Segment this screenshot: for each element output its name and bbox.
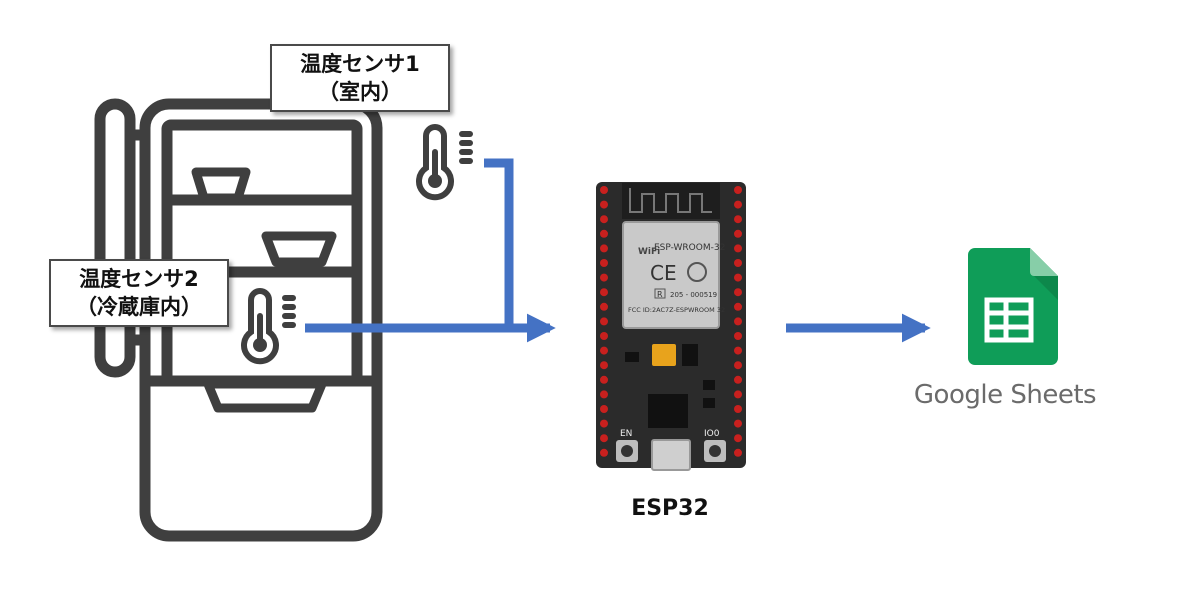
esp32-pin <box>734 200 742 209</box>
thermometer-bulb <box>253 338 267 352</box>
cert-r-box <box>654 288 666 299</box>
esp32-pin <box>600 273 608 282</box>
espressif-logo <box>687 262 707 282</box>
esp32-pin <box>600 361 608 370</box>
esp32-pin <box>600 434 608 443</box>
esp32-pin <box>600 244 608 253</box>
esp32-pin <box>734 361 742 370</box>
sensor1-wire <box>484 158 514 328</box>
ce-mark: CE <box>650 261 677 285</box>
esp32-pin <box>734 302 742 311</box>
esp32-pin <box>734 405 742 413</box>
esp32-pin <box>600 317 608 326</box>
esp32-pin <box>600 200 608 209</box>
cert-number: 205 - 000519 <box>670 291 717 299</box>
sensor1-location: （室内） <box>318 80 402 104</box>
sensor2-name: 温度センサ2 <box>79 267 199 291</box>
esp32-pins-right <box>734 186 742 457</box>
module-name: ESP-WROOM-32 <box>654 243 725 253</box>
esp32-pin <box>734 288 742 297</box>
esp32-pin <box>600 186 608 194</box>
esp32-pins-left <box>600 186 608 457</box>
esp32-pin <box>600 288 608 297</box>
thermometer-icon <box>241 288 296 365</box>
esp32-pin <box>600 448 608 457</box>
esp32-pin <box>600 215 608 224</box>
button-io0-label: IO0 <box>704 429 720 439</box>
wifi-logo: WiFi <box>638 247 660 257</box>
esp32-label: ESP32 <box>631 496 709 521</box>
esp32-pin <box>734 390 742 399</box>
esp32-pin <box>734 448 742 457</box>
esp32-pin <box>600 302 608 311</box>
esp32-pin <box>600 375 608 384</box>
sensor1-name: 温度センサ1 <box>300 52 420 76</box>
google-sheets-label: Google Sheets <box>913 380 1097 410</box>
esp32-pin <box>734 434 742 443</box>
esp32-pin <box>600 229 608 238</box>
esp32-pin <box>600 346 608 355</box>
sensor1-label: 温度センサ1 （室内） <box>270 44 450 112</box>
google-sheets-icon <box>968 248 1058 365</box>
thermometer-bulb <box>428 174 442 188</box>
connection-arrows <box>305 158 931 343</box>
thermometer-icon <box>416 124 473 201</box>
esp32-pin <box>600 259 608 267</box>
esp32-pin <box>734 346 742 355</box>
esp32-pin <box>734 317 742 326</box>
esp32-pin <box>734 259 742 267</box>
esp32-board-icon <box>596 182 746 471</box>
button-en-label: EN <box>620 429 632 439</box>
sensor2-label: 温度センサ2 （冷蔵庫内） <box>49 259 229 327</box>
cert-r: R <box>657 290 663 299</box>
fcc-text: FCC ID:2AC7Z-ESPWROOM 32 <box>628 306 725 314</box>
esp32-pin <box>600 405 608 413</box>
esp32-pin <box>734 419 742 428</box>
esp32-pin <box>734 375 742 384</box>
esp32-pin <box>734 215 742 224</box>
esp32-pin <box>600 332 608 340</box>
esp32-pin <box>600 390 608 399</box>
esp32-pin <box>734 186 742 194</box>
esp32-pin <box>734 244 742 253</box>
esp32-pin <box>734 332 742 340</box>
fridge-containers <box>191 167 337 413</box>
esp32-pin <box>734 229 742 238</box>
esp32-pin <box>734 273 742 282</box>
sensor2-location: （冷蔵庫内） <box>76 295 202 319</box>
esp32-pin <box>600 419 608 428</box>
